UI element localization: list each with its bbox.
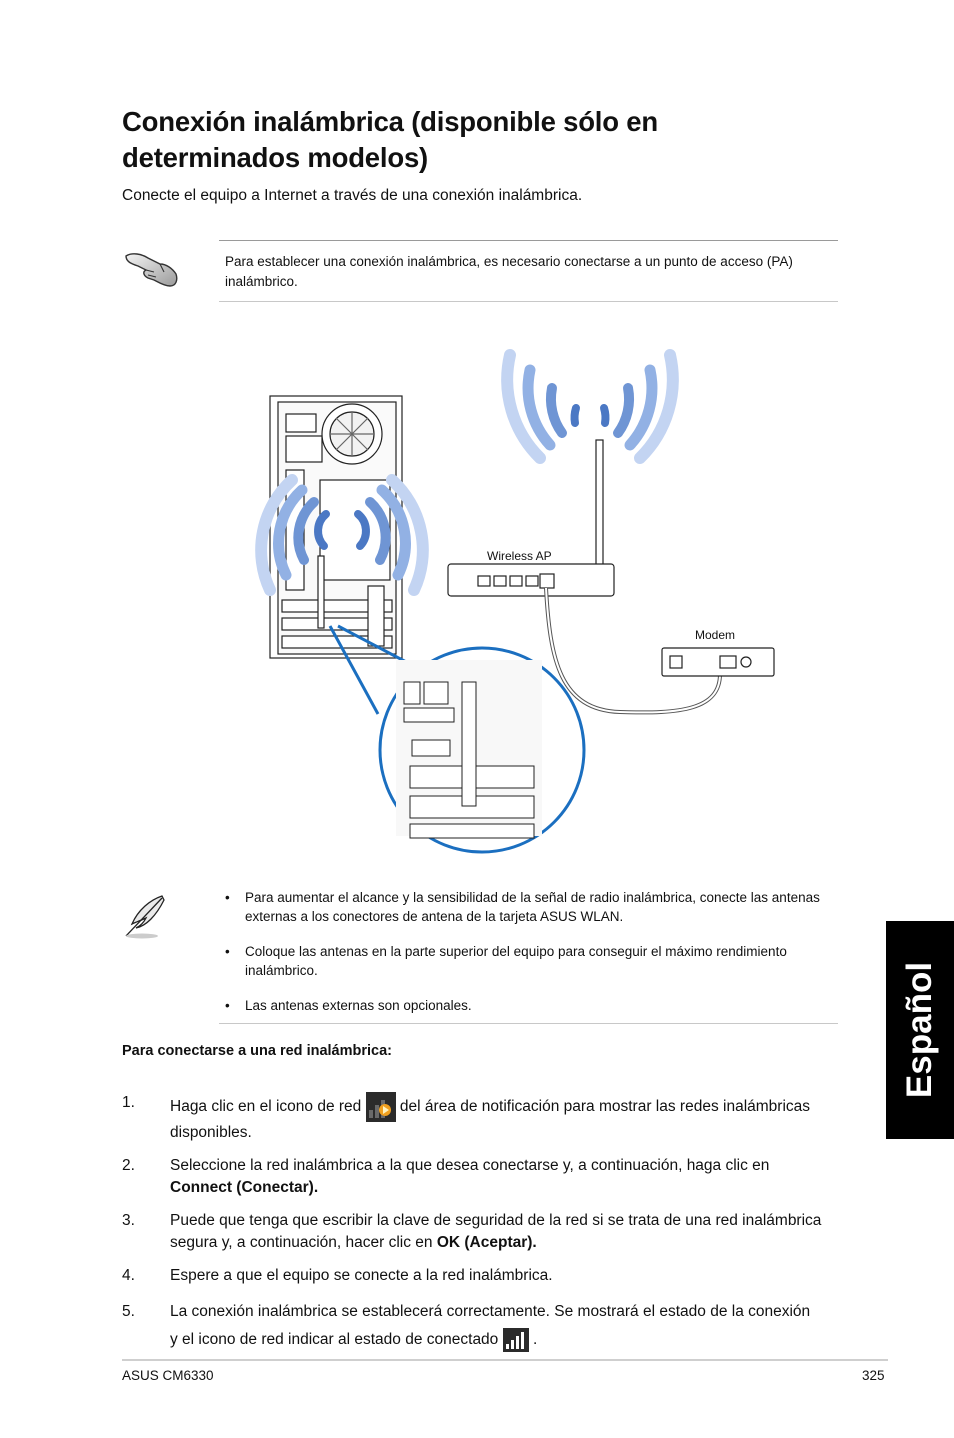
note-box: Para establecer una conexión inalámbrica… bbox=[219, 240, 838, 302]
step-5: 5. La conexión inalámbrica se establecer… bbox=[122, 1298, 822, 1354]
ap-signal-waves bbox=[501, 349, 679, 464]
steps-list: 1. Haga clic en el icono de red del área… bbox=[122, 1092, 822, 1365]
zoom-callout bbox=[328, 624, 586, 854]
pc-signal-waves bbox=[255, 474, 429, 596]
hand-pointer-icon bbox=[125, 253, 178, 287]
note-text: Para establecer una conexión inalámbrica… bbox=[225, 254, 793, 289]
pc-tower-rear bbox=[269, 395, 403, 659]
tips-box: •Para aumentar el alcance y la sensibili… bbox=[219, 878, 838, 1024]
procedure-heading: Para conectarse a una red inalámbrica: bbox=[122, 1043, 392, 1059]
wireless-ap-label: Wireless AP bbox=[487, 549, 552, 563]
page-title: Conexión inalámbrica (disponible sólo en… bbox=[122, 106, 658, 173]
step-4: 4. Espere a que el equipo se conecte a l… bbox=[122, 1267, 553, 1284]
language-side-tab: Español bbox=[886, 921, 954, 1139]
wireless-ap-device bbox=[447, 439, 615, 597]
step-2: 2. Seleccione la red inalámbrica a la qu… bbox=[122, 1157, 770, 1196]
tip-item: •Las antenas externas son opcionales. bbox=[225, 998, 472, 1013]
intro-text: Conecte el equipo a Internet a través de… bbox=[122, 187, 583, 204]
pc-antenna bbox=[317, 555, 325, 629]
modem-label: Modem bbox=[695, 628, 735, 642]
feather-pen-icon bbox=[125, 895, 165, 939]
network-tray-icon bbox=[365, 1092, 396, 1122]
footer-divider bbox=[122, 1359, 888, 1361]
wireless-connection-diagram: Wireless AP Modem bbox=[255, 349, 775, 854]
modem-device bbox=[661, 647, 775, 677]
step-1: 1. Haga clic en el icono de red del área… bbox=[122, 1092, 811, 1141]
signal-bars-icon bbox=[502, 1327, 529, 1352]
tip-item: •Para aumentar el alcance y la sensibili… bbox=[225, 890, 820, 924]
zoomed-io-panel bbox=[396, 660, 542, 839]
step-3: 3. Puede que tenga que escribir la clave… bbox=[122, 1212, 822, 1251]
page-number: 325 bbox=[862, 1368, 885, 1383]
tip-item: •Coloque las antenas en la parte superio… bbox=[225, 944, 787, 978]
footer-model: ASUS CM6330 bbox=[122, 1368, 214, 1383]
zoomed-antenna bbox=[461, 681, 477, 807]
side-tab-label: Español bbox=[900, 961, 939, 1099]
